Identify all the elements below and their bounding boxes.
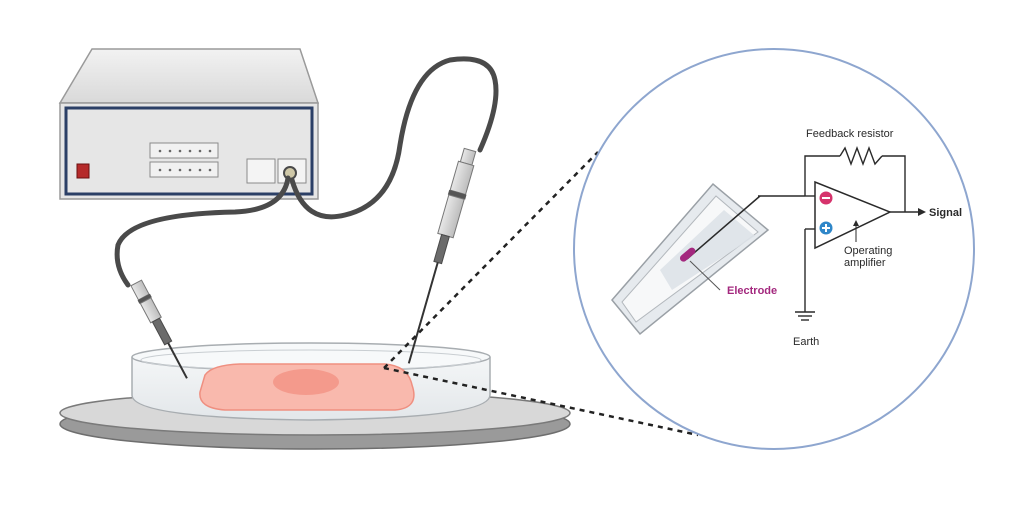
recording-electrode: [407, 147, 477, 364]
operating-amplifier-label-line2: amplifier: [844, 257, 886, 269]
electrode-pointer: [689, 260, 721, 291]
cable-recording-electrode: [289, 56, 499, 220]
amplifier-device: [58, 48, 320, 200]
power-switch-icon: [76, 163, 90, 179]
circuit-wires: [758, 155, 918, 321]
connector-strip-bottom: [149, 161, 219, 178]
signal-label: Signal: [929, 207, 962, 219]
reference-electrode: [130, 279, 188, 379]
tissue-sample: [199, 363, 415, 411]
resistor-zigzag-icon: [839, 146, 883, 166]
feedback-resistor-label: Feedback resistor: [806, 128, 894, 140]
electrode-label: Electrode: [727, 285, 777, 297]
cable-reference-electrode: [114, 175, 291, 288]
minus-icon: [819, 191, 833, 205]
zoom-lines: [383, 151, 699, 437]
operating-amplifier-label-line1: Operating: [844, 245, 892, 257]
connector-strip-top: [149, 142, 219, 159]
cell-nucleus: [273, 369, 339, 395]
input-socket-blank: [246, 158, 276, 184]
pipette-tip: [611, 182, 770, 336]
cables: [114, 56, 499, 288]
operating-amplifier: [814, 180, 892, 250]
earth-label: Earth: [793, 336, 819, 348]
magnified-view: Electrode: [573, 48, 975, 450]
plus-icon: [819, 221, 833, 235]
signal-arrow-icon: [918, 208, 926, 216]
electrode-tip: [679, 247, 696, 262]
